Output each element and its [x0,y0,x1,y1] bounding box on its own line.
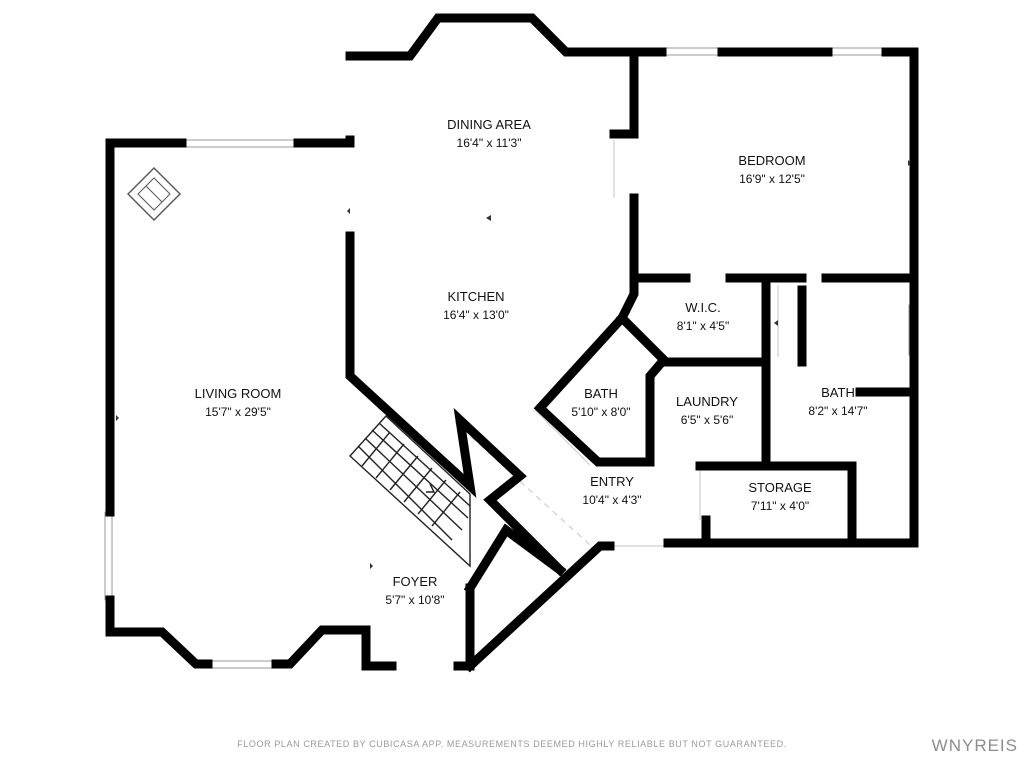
windows [104,14,917,669]
room-name-bath2: BATH [821,385,855,400]
room-label-foyer: FOYER 5'7" x 10'8" [385,574,444,607]
room-label-laundry: LAUNDRY 6'5" x 5'6" [676,394,738,427]
room-dims-entry: 10'4" x 4'3" [582,493,641,507]
dimension-ticks [116,160,911,569]
room-dims-laundry: 6'5" x 5'6" [681,413,733,427]
room-name-entry: ENTRY [590,474,634,489]
room-name-kitchen: KITCHEN [447,289,504,304]
room-label-kitchen: KITCHEN 16'4" x 13'0" [443,289,509,322]
room-dims-bath1: 5'10" x 8'0" [571,405,630,419]
room-name-laundry: LAUNDRY [676,394,738,409]
fireplace-icon [127,167,181,221]
room-label-living: LIVING ROOM 15'7" x 29'5" [195,386,282,419]
room-dims-dining: 16'4" x 11'3" [457,136,522,150]
room-dims-bath2: 8'2" x 14'7" [808,404,867,418]
room-name-bath1: BATH [584,386,618,401]
room-label-entry: ENTRY 10'4" x 4'3" [582,474,641,507]
room-dims-living: 15'7" x 29'5" [205,405,271,419]
room-name-wic: W.I.C. [685,300,720,315]
room-name-dining: DINING AREA [447,117,531,132]
room-dims-storage: 7'11" x 4'0" [751,499,809,513]
brand-watermark: WNYREIS [931,736,1018,755]
room-name-living: LIVING ROOM [195,386,282,401]
room-dims-foyer: 5'7" x 10'8" [385,593,444,607]
room-label-bedroom: BEDROOM 16'9" x 12'5" [738,153,805,186]
room-label-wic: W.I.C. 8'1" x 4'5" [677,300,729,333]
room-name-bedroom: BEDROOM [738,153,805,168]
room-dims-bedroom: 16'9" x 12'5" [739,172,805,186]
walls [105,13,919,673]
room-label-bath1: BATH 5'10" x 8'0" [571,386,630,419]
staircase [349,415,471,568]
room-name-storage: STORAGE [748,480,812,495]
room-label-storage: STORAGE 7'11" x 4'0" [748,480,812,513]
room-dims-wic: 8'1" x 4'5" [677,319,729,333]
room-dims-kitchen: 16'4" x 13'0" [443,308,509,322]
room-label-bath2: BATH 8'2" x 14'7" [808,385,867,418]
floor-plan-disclaimer: FLOOR PLAN CREATED BY CUBICASA APP. MEAS… [237,739,787,749]
room-label-dining: DINING AREA 16'4" x 11'3" [447,117,531,150]
room-name-foyer: FOYER [393,574,438,589]
